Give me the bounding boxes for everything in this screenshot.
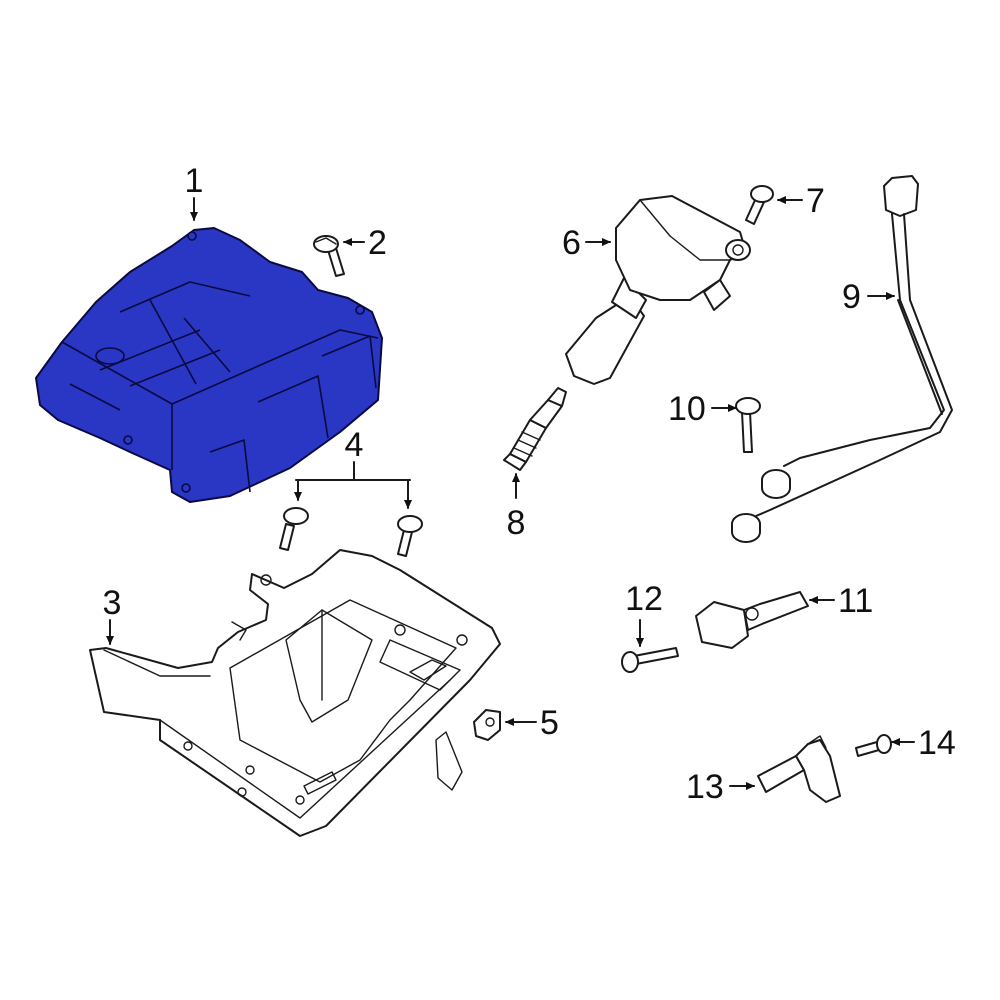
part-2-bolt[interactable]: [313, 235, 345, 277]
callout-10[interactable]: 10: [668, 390, 706, 428]
part-12-bolt[interactable]: [621, 647, 679, 673]
callout-6[interactable]: 6: [562, 224, 581, 262]
part-11-sensor[interactable]: [695, 591, 809, 649]
callout-14[interactable]: 14: [918, 724, 956, 762]
part-6-ignition-coil[interactable]: [565, 195, 751, 385]
callout-3[interactable]: 3: [103, 584, 122, 622]
callout-leaders: [106, 196, 915, 790]
callout-1[interactable]: 1: [185, 162, 204, 200]
callout-7[interactable]: 7: [806, 182, 825, 220]
part-8-spark-plug[interactable]: [503, 387, 567, 471]
callout-9[interactable]: 9: [842, 278, 861, 316]
callout-8[interactable]: 8: [507, 504, 526, 542]
callout-4[interactable]: 4: [345, 426, 364, 464]
part-13-sensor[interactable]: [757, 735, 841, 803]
part-5-clip-nut[interactable]: [473, 709, 501, 741]
part-9-knock-sensor-harness[interactable]: [731, 175, 953, 543]
part-14-bolt[interactable]: [855, 734, 892, 757]
callout-12[interactable]: 12: [625, 580, 663, 618]
part-4-bolts[interactable]: [279, 507, 423, 557]
callout-2[interactable]: 2: [368, 224, 387, 262]
part-10-bolt[interactable]: [735, 397, 761, 453]
callout-11[interactable]: 11: [838, 582, 873, 620]
callout-5[interactable]: 5: [540, 704, 559, 742]
callout-13[interactable]: 13: [686, 768, 724, 806]
callout-labels: 1 2 3 4 5 6 7 8 9 10 11 12 13 14: [103, 162, 956, 806]
part-1-engine-control-module[interactable]: [35, 227, 383, 503]
leader-4-bracket: [295, 461, 411, 481]
part-3-mounting-bracket[interactable]: [89, 549, 501, 837]
part-7-bolt[interactable]: [745, 185, 774, 225]
